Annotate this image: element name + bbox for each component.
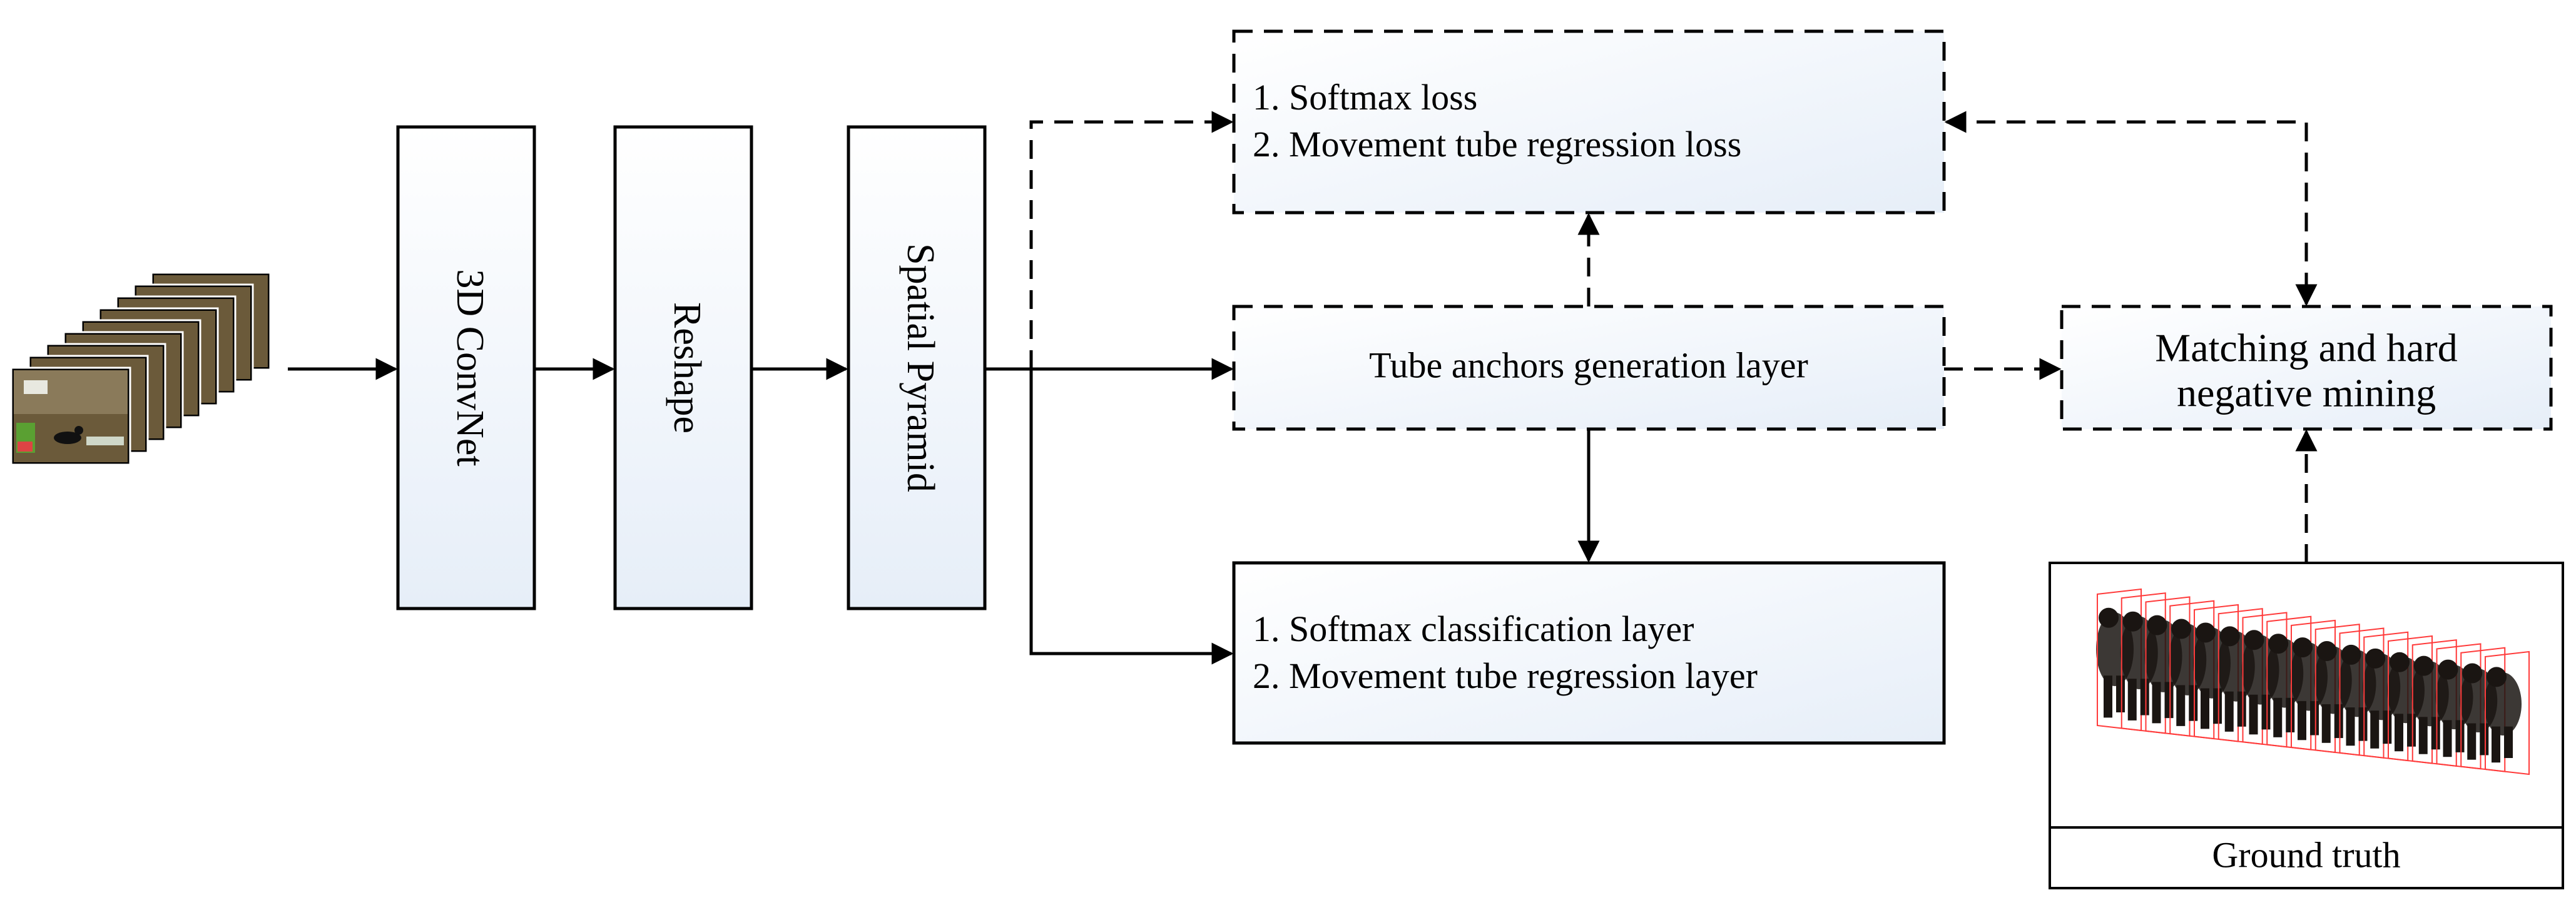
anchors-box: Tube anchors generation layer: [1232, 305, 1946, 431]
loss-line-2: 2. Movement tube regression loss: [1253, 124, 1741, 164]
spatial-pyramid-block: Spatial Pyramid: [847, 125, 987, 610]
input-video-frames: [10, 271, 272, 466]
spatial-pyramid-label: Spatial Pyramid: [899, 243, 942, 492]
loss-box: 1. Softmax loss 2. Movement tube regress…: [1232, 29, 1946, 215]
video-frame: [10, 367, 131, 466]
anchors-label: Tube anchors generation layer: [1369, 345, 1808, 385]
arrow-matching-loss-bidirectional: [1944, 111, 2318, 306]
classification-box: 1. Softmax classification layer 2. Movem…: [1232, 561, 1946, 745]
matching-line-2: negative mining: [2177, 371, 2436, 415]
tube-frame: [2484, 650, 2530, 776]
arrow-pyramid-to-loss: [1029, 111, 1234, 369]
matching-box: Matching and hard negative mining: [2060, 305, 2553, 431]
reshape-label: Reshape: [666, 302, 708, 433]
classification-line-2: 2. Movement tube regression layer: [1253, 655, 1758, 696]
reshape-block: Reshape: [613, 125, 753, 610]
ground-truth-tube-image: [2096, 588, 2530, 776]
arrow-pyramid-to-classification: [1029, 369, 1234, 665]
connectors: [288, 111, 2318, 665]
conv3d-label: 3D ConvNet: [449, 269, 491, 466]
classification-line-1: 1. Softmax classification layer: [1253, 609, 1694, 649]
ground-truth-caption: Ground truth: [2212, 834, 2400, 875]
conv3d-block: 3D ConvNet: [396, 125, 536, 610]
matching-line-1: Matching and hard: [2155, 326, 2457, 370]
ground-truth-panel: Ground truth: [2049, 562, 2564, 889]
loss-line-1: 1. Softmax loss: [1253, 77, 1477, 118]
